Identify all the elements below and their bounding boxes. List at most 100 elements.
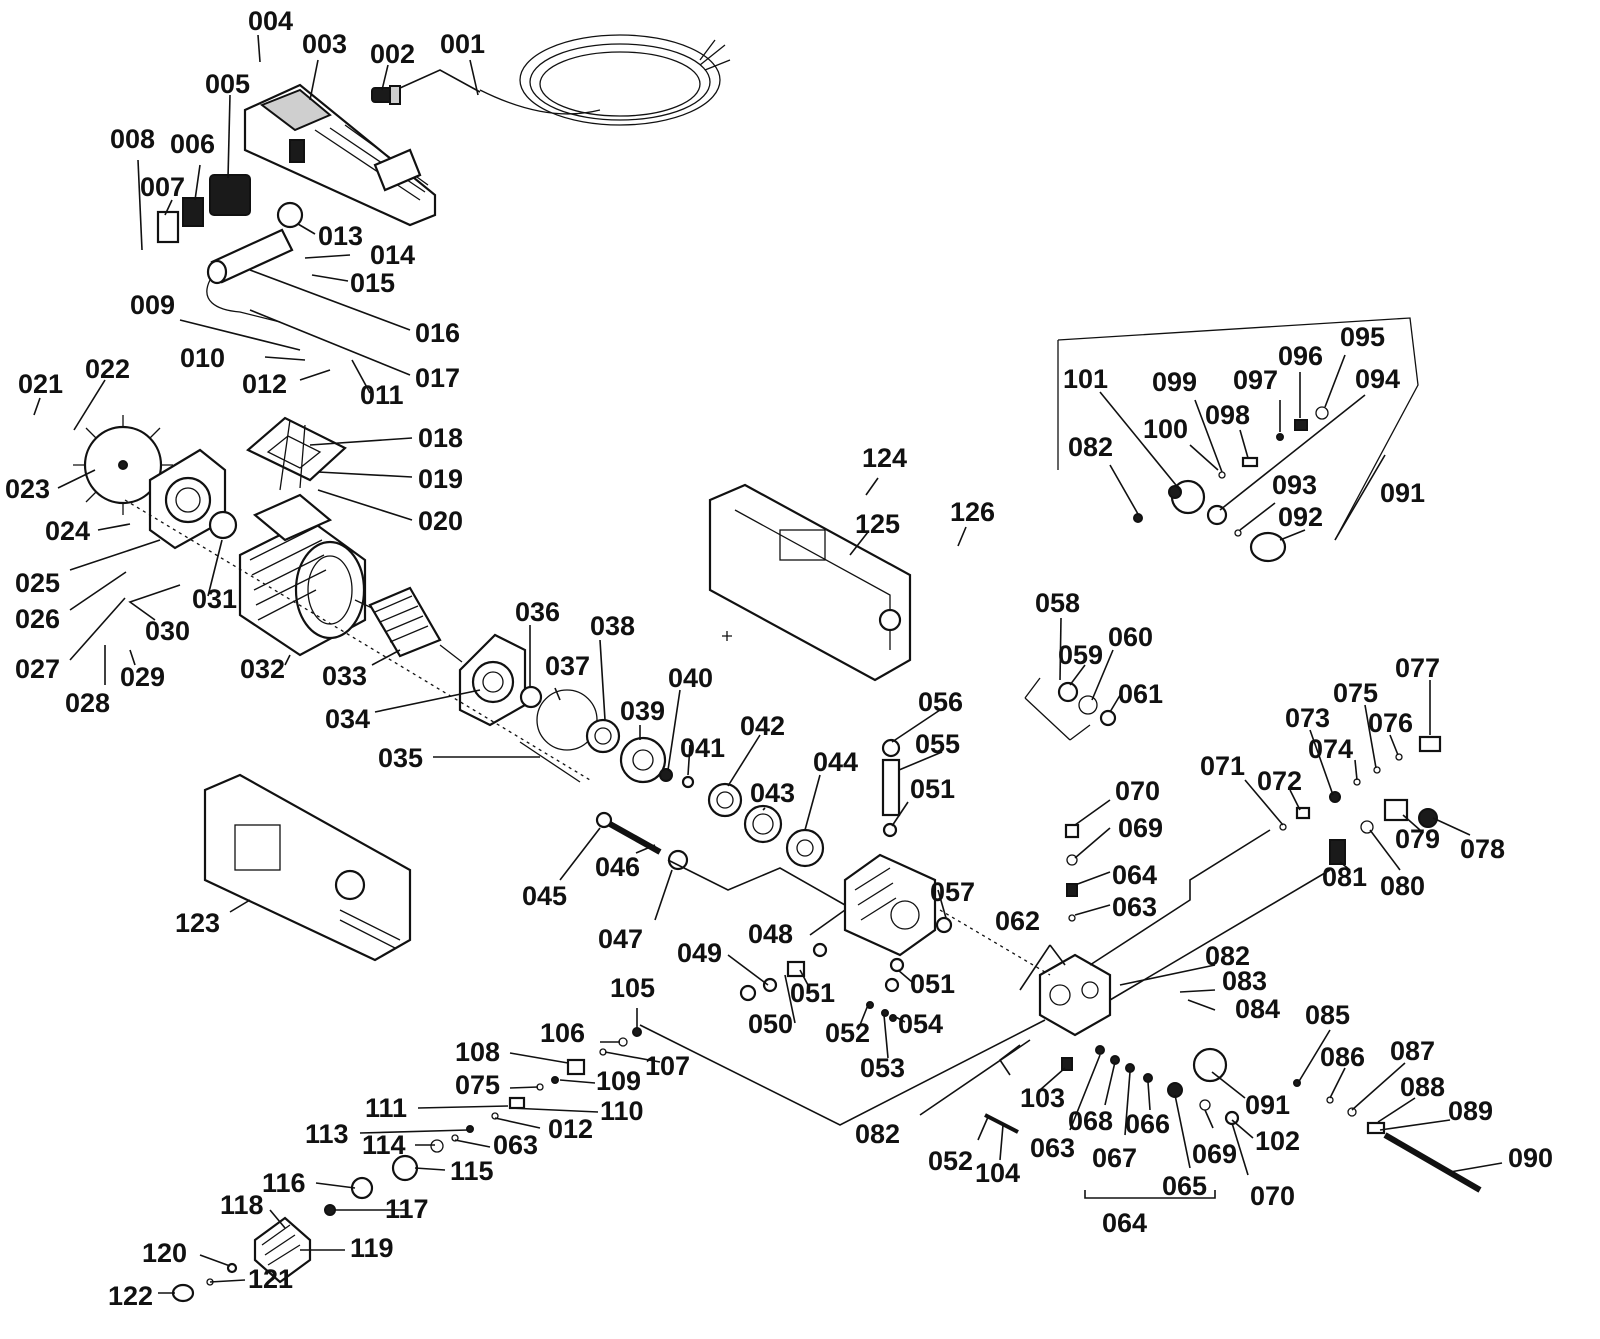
callout-054: 054: [898, 1009, 943, 1039]
leader-lines: [33, 34, 1503, 1294]
callout-068: 068: [1068, 1106, 1113, 1136]
callout-070-top: 070: [1115, 776, 1160, 806]
callout-101: 101: [1063, 364, 1108, 394]
callout-115: 115: [450, 1156, 494, 1186]
callout-063-bottom: 063: [1030, 1133, 1075, 1163]
through-bolt: [519, 741, 581, 783]
callout-099: 099: [1152, 367, 1197, 397]
callout-114: 114: [362, 1130, 406, 1160]
callout-055: 055: [915, 729, 960, 759]
callout-070-bottom: 070: [1250, 1181, 1295, 1211]
callout-120: 120: [142, 1238, 187, 1268]
callout-071: 071: [1200, 751, 1245, 781]
callout-064-top: 064: [1112, 860, 1157, 890]
callout-049: 049: [677, 938, 722, 968]
callout-048: 048: [748, 919, 793, 949]
callout-059: 059: [1058, 640, 1103, 670]
callout-051-c: 051: [910, 969, 955, 999]
outlet-manifold: [1038, 953, 1112, 1037]
callout-088: 088: [1400, 1072, 1445, 1102]
callout-046: 046: [595, 852, 640, 882]
callout-015: 015: [350, 268, 395, 298]
callout-108: 108: [455, 1037, 500, 1067]
callout-014: 014: [370, 240, 415, 270]
callout-075-right: 075: [1333, 678, 1378, 708]
callout-020: 020: [418, 506, 463, 536]
terminal-box-frame: [246, 416, 347, 482]
callout-121: 121: [248, 1264, 293, 1294]
callout-105: 105: [610, 973, 655, 1003]
callout-012-top: 012: [242, 369, 287, 399]
callout-057: 057: [930, 877, 975, 907]
cooling-fan: [73, 415, 173, 515]
callout-074: 074: [1308, 734, 1353, 764]
callout-084: 084: [1235, 994, 1280, 1024]
callout-111: 111: [365, 1093, 407, 1123]
callout-009: 009: [130, 290, 175, 320]
callout-042: 042: [740, 711, 785, 741]
callout-097: 097: [1233, 365, 1278, 395]
callout-036: 036: [515, 597, 560, 627]
piston-spring: [667, 849, 689, 871]
callout-085: 085: [1305, 1000, 1350, 1030]
callout-026: 026: [15, 604, 60, 634]
callout-067: 067: [1092, 1143, 1137, 1173]
callout-083: 083: [1222, 966, 1267, 996]
callout-050: 050: [748, 1009, 793, 1039]
callout-091-top: 091: [1380, 478, 1425, 508]
callout-082-mid: 082: [1205, 941, 1250, 971]
callout-035: 035: [378, 743, 423, 773]
callout-066: 066: [1125, 1109, 1170, 1139]
callout-019: 019: [418, 464, 463, 494]
seal: [519, 685, 543, 709]
callout-123: 123: [175, 908, 220, 938]
callout-056: 056: [918, 687, 963, 717]
callout-091-lower: 091: [1245, 1090, 1290, 1120]
callout-053: 053: [860, 1053, 905, 1083]
callout-125: 125: [855, 509, 900, 539]
callout-060: 060: [1108, 622, 1153, 652]
callout-033: 033: [322, 661, 367, 691]
switch-rocker: [182, 197, 204, 227]
switch-body: [209, 174, 251, 216]
callout-063-left: 063: [493, 1130, 538, 1160]
callout-025: 025: [15, 568, 60, 598]
callout-004: 004: [248, 6, 293, 36]
parts-drawing: [73, 34, 1482, 1303]
callout-044: 044: [813, 747, 858, 777]
callout-028: 028: [65, 688, 110, 718]
callout-090: 090: [1508, 1143, 1553, 1173]
callout-058: 058: [1035, 588, 1080, 618]
callout-119: 119: [350, 1233, 394, 1263]
callout-011: 011: [360, 380, 404, 410]
callout-106: 106: [540, 1018, 585, 1048]
lance-tube: [1383, 1132, 1482, 1193]
callout-082-top: 082: [1068, 432, 1113, 462]
callout-047: 047: [598, 924, 643, 954]
inlet-filter: [253, 1216, 312, 1284]
callout-016: 016: [415, 318, 460, 348]
callout-032: 032: [240, 654, 285, 684]
switch-box: [243, 83, 437, 227]
callout-118: 118: [220, 1190, 264, 1220]
pressure-gauge: [1192, 1047, 1228, 1083]
callout-005: 005: [205, 69, 250, 99]
callout-052-a: 052: [825, 1018, 870, 1048]
callout-082-bottom: 082: [855, 1119, 900, 1149]
callout-116: 116: [262, 1168, 306, 1198]
capacitor: [206, 201, 304, 323]
rotor: [354, 586, 463, 663]
callout-012-bottom: 012: [548, 1114, 593, 1144]
callout-022: 022: [85, 354, 130, 384]
callout-095: 095: [1340, 322, 1385, 352]
callout-021: 021: [18, 369, 63, 399]
callout-043: 043: [750, 778, 795, 808]
callout-002: 002: [370, 39, 415, 69]
pump-block: [843, 853, 937, 957]
thrust-washer: [785, 828, 825, 868]
callout-078: 078: [1460, 834, 1505, 864]
motor-cover: [203, 773, 412, 962]
callout-104: 104: [975, 1158, 1020, 1188]
callout-040: 040: [668, 663, 713, 693]
callout-094: 094: [1355, 364, 1400, 394]
